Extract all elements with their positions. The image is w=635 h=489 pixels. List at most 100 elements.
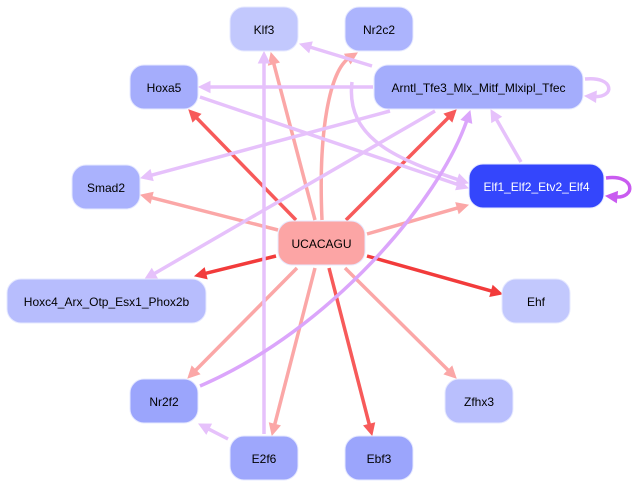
edge-ucacagu-to-zfhx3 xyxy=(343,266,457,379)
edge-arntl-to-smad2 xyxy=(139,109,391,182)
arrowhead-icon xyxy=(490,109,503,124)
node-zfhx3[interactable]: Zfhx3 xyxy=(444,378,514,424)
node-box xyxy=(129,378,199,424)
node-label: Ehf xyxy=(527,295,546,309)
edge-line xyxy=(493,116,523,163)
arrowhead-icon xyxy=(455,202,470,215)
node-nr2f2[interactable]: Nr2f2 xyxy=(129,378,199,424)
node-hoxa5[interactable]: Hoxa5 xyxy=(129,64,199,110)
arrowhead-icon xyxy=(298,41,313,54)
node-nr2c2[interactable]: Nr2c2 xyxy=(344,6,414,52)
node-box xyxy=(6,278,207,324)
node-ucacagu[interactable]: UCACAGU xyxy=(277,220,366,266)
arrowhead-icon xyxy=(604,190,619,204)
edge-line xyxy=(366,205,460,236)
edge-ucacagu-to-arntl xyxy=(344,109,457,222)
node-label: Hoxa5 xyxy=(147,81,182,95)
edge-arntl-to-hoxa5 xyxy=(197,80,373,94)
node-label: Zfhx3 xyxy=(464,395,494,409)
arrowhead-icon xyxy=(443,109,457,123)
node-box xyxy=(344,6,414,52)
node-ehf[interactable]: Ehf xyxy=(501,278,571,324)
edge-line xyxy=(149,195,279,232)
node-elf1[interactable]: Elf1_Elf2_Etv2_Elf4 xyxy=(468,163,605,209)
node-box xyxy=(277,220,366,266)
edge-ucacagu-to-smad2 xyxy=(139,191,279,232)
node-box xyxy=(229,435,299,481)
arrowhead-icon xyxy=(188,109,202,123)
edge-line xyxy=(194,115,298,222)
node-label: Hoxc4_Arx_Otp_Esx1_Phox2b xyxy=(24,295,190,309)
arrowhead-icon xyxy=(257,50,271,64)
edge-elf1-to-arntl xyxy=(490,109,523,163)
edge-ucacagu-to-ehf xyxy=(366,254,504,297)
arrowhead-icon xyxy=(139,168,154,182)
arrowhead-icon xyxy=(187,365,201,379)
node-label: Smad2 xyxy=(87,181,125,195)
edge-arntl-to-arntl xyxy=(583,77,611,104)
edge-ucacagu-to-nr2c2 xyxy=(319,52,358,221)
arrowhead-icon xyxy=(197,80,211,94)
edge-line xyxy=(199,95,461,187)
edge-line xyxy=(308,44,373,68)
node-box xyxy=(71,164,141,210)
edge-line xyxy=(344,115,451,222)
edges-layer xyxy=(139,41,632,441)
node-box xyxy=(501,278,571,324)
node-label: Nr2c2 xyxy=(363,23,395,37)
node-box xyxy=(468,163,605,209)
node-label: Arntl_Tfe3_Mlx_Mitf_Mlxipl_Tfec xyxy=(391,81,565,95)
edge-ucacagu-to-elf1 xyxy=(366,202,470,236)
edge-ucacagu-to-hoxa5 xyxy=(188,109,298,222)
node-box xyxy=(229,6,299,52)
arrowhead-icon xyxy=(489,284,504,297)
arrowhead-icon xyxy=(583,90,597,104)
node-label: UCACAGU xyxy=(291,237,351,251)
edge-line xyxy=(343,266,451,373)
arrowhead-icon xyxy=(268,422,281,437)
node-label: E2f6 xyxy=(252,452,277,466)
edge-line xyxy=(199,118,469,388)
edge-line xyxy=(327,267,372,427)
edge-line xyxy=(272,267,317,427)
node-box xyxy=(344,435,414,481)
edge-nr2f2-to-arntl xyxy=(199,109,473,388)
edge-elf1-to-elf1 xyxy=(604,175,632,204)
edge-ucacagu-to-ebf3 xyxy=(327,267,376,437)
arrowhead-icon xyxy=(193,267,208,280)
edge-line xyxy=(149,109,391,178)
node-label: Ebf3 xyxy=(367,452,392,466)
node-label: Elf1_Elf2_Etv2_Elf4 xyxy=(483,180,589,194)
edge-line xyxy=(366,254,494,294)
node-e2f6[interactable]: E2f6 xyxy=(229,435,299,481)
edge-hoxa5-to-elf1 xyxy=(199,95,470,191)
edge-line xyxy=(349,81,461,182)
edge-line xyxy=(319,56,351,221)
arrowhead-icon xyxy=(363,422,376,437)
edge-ucacagu-to-nr2f2 xyxy=(187,266,299,379)
arrowhead-icon xyxy=(460,109,473,124)
node-smad2[interactable]: Smad2 xyxy=(71,164,141,210)
arrowhead-icon xyxy=(267,51,281,66)
arrowhead-icon xyxy=(198,423,213,435)
edge-line xyxy=(605,175,632,199)
edge-line xyxy=(206,426,229,441)
edge-ucacagu-to-e2f6 xyxy=(268,267,317,437)
node-label: Nr2f2 xyxy=(149,395,179,409)
node-box xyxy=(444,378,514,424)
arrowhead-icon xyxy=(139,191,154,204)
node-label: Klf3 xyxy=(254,23,275,37)
arrowhead-icon xyxy=(455,178,470,191)
edge-e2f6-to-nr2f2 xyxy=(198,423,229,441)
node-ebf3[interactable]: Ebf3 xyxy=(344,435,414,481)
arrowhead-icon xyxy=(443,365,457,379)
edge-e2f6-to-klf3 xyxy=(257,50,271,434)
node-klf3[interactable]: Klf3 xyxy=(229,6,299,52)
node-arntl[interactable]: Arntl_Tfe3_Mlx_Mitf_Mlxipl_Tfec xyxy=(373,64,584,110)
edge-line xyxy=(151,109,436,277)
edge-line xyxy=(584,77,611,99)
node-hoxc4[interactable]: Hoxc4_Arx_Otp_Esx1_Phox2b xyxy=(6,278,207,324)
edge-arntl-to-klf3 xyxy=(298,41,373,68)
